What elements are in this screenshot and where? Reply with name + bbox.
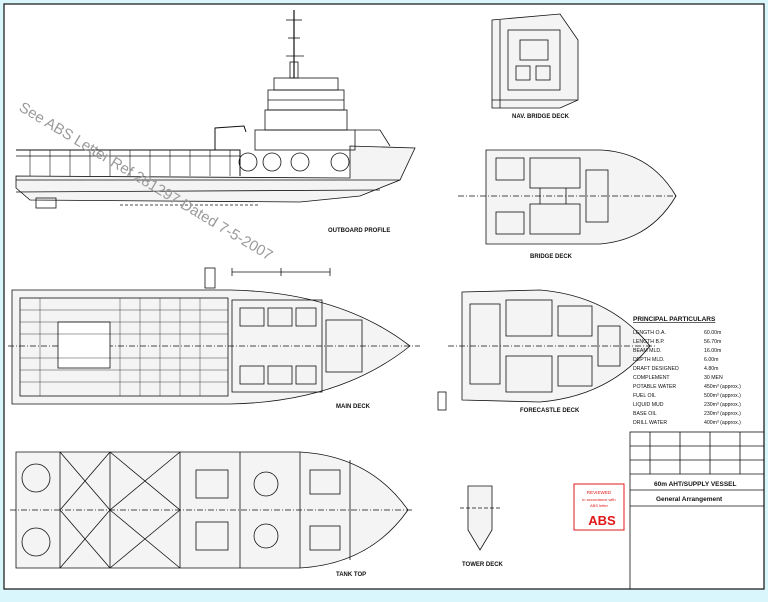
- stamp-reviewed: REVIEWED: [587, 490, 612, 495]
- outboard-profile-label: OUTBOARD PROFILE: [328, 228, 390, 234]
- main-deck-label: MAIN DECK: [336, 404, 371, 410]
- abs-stamp-frame: [573, 483, 625, 531]
- particular-label: LIQUID MUD: [633, 402, 664, 408]
- particular-value: 30 MEN: [704, 375, 723, 381]
- abs-logo: ABS: [588, 513, 616, 528]
- vessel-title: 60m AHT/SUPPLY VESSEL: [654, 481, 737, 488]
- particular-value: 230m³ (approx.): [704, 402, 741, 408]
- outboard-profile-view: [15, 10, 416, 209]
- particular-label: LENGTH O.A.: [633, 330, 666, 336]
- particular-value: 60.00m: [704, 330, 721, 336]
- bridge-deck-label: BRIDGE DECK: [530, 254, 573, 260]
- tower-deck-label: TOWER DECK: [462, 562, 504, 568]
- title-block: [629, 431, 765, 590]
- particular-label: COMPLEMENT: [633, 375, 670, 381]
- particular-value: 4.80m: [704, 366, 718, 372]
- tank-top-label: TANK TOP: [336, 572, 366, 578]
- main-deck-view: [8, 267, 447, 411]
- stamp-accordance: in accordance with: [582, 497, 615, 502]
- bridge-deck-view: [458, 149, 677, 245]
- drawing-title: General Arrangement: [656, 496, 723, 503]
- nav-bridge-deck-view: [491, 13, 579, 109]
- particular-value: 56.70m: [704, 339, 721, 345]
- particular-label: LENGTH B.P.: [633, 339, 665, 345]
- particular-label: FUEL OIL: [633, 393, 656, 399]
- particular-value: 6.00m: [704, 357, 718, 363]
- particular-value: 230m³ (approx.): [704, 411, 741, 417]
- particular-value: 16.00m: [704, 348, 721, 354]
- stamp-letter: ABS letter: [590, 503, 609, 508]
- particular-label: POTABLE WATER: [633, 384, 676, 390]
- particulars-title: PRINCIPAL PARTICULARS: [633, 316, 716, 323]
- particular-value: 400m³ (approx.): [704, 420, 741, 426]
- particular-label: DRILL WATER: [633, 420, 667, 426]
- particular-label: BASE OIL: [633, 411, 657, 417]
- forecastle-deck-label: FORECASTLE DECK: [520, 408, 580, 414]
- tower-deck-view: [460, 485, 500, 551]
- particulars-table: LENGTH O.A. 60.00m LENGTH B.P. 56.70m BE…: [633, 330, 741, 426]
- tank-top-view: [10, 451, 414, 569]
- particular-label: DRAFT DESIGNED: [633, 366, 679, 372]
- particular-label: DEPTH MLD.: [633, 357, 664, 363]
- particular-value: 450m³ (approx.): [704, 384, 741, 390]
- nav-bridge-deck-label: NAV. BRIDGE DECK: [512, 114, 570, 120]
- forecastle-deck-view: [448, 289, 656, 403]
- particular-label: BEAM MLD.: [633, 348, 662, 354]
- particular-value: 500m³ (approx.): [704, 393, 741, 399]
